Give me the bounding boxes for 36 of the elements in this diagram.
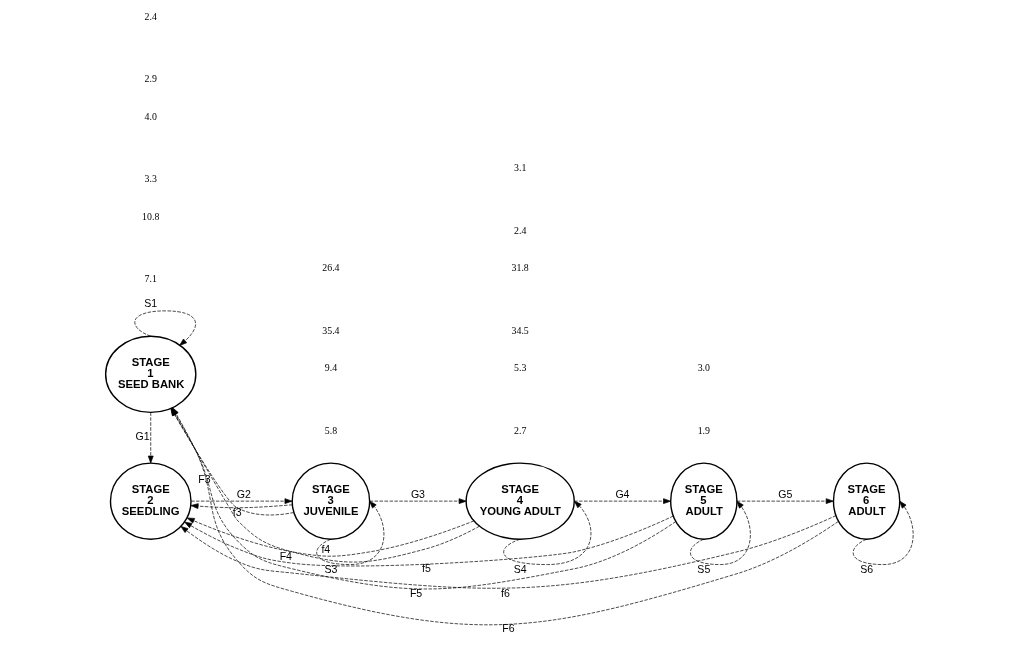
label: 35.4 (321, 324, 340, 336)
edge-label: S4 (513, 563, 527, 576)
label: 3.0 (697, 362, 710, 374)
edge-label: F3 (197, 472, 211, 485)
label: 10.8 (141, 210, 159, 222)
edge-label: G3 (410, 487, 425, 500)
edge-label: G1 (135, 430, 150, 443)
label: 3.1 (513, 162, 526, 174)
label: 2.4 (144, 10, 157, 22)
label: 7.1 (144, 273, 157, 285)
label: 26.4 (321, 262, 340, 274)
edge-label: G2 (236, 487, 251, 500)
label: 5.8 (324, 424, 337, 436)
edge-label: G5 (777, 487, 792, 500)
edge-label: S1 (143, 297, 157, 310)
edge-label: f5 (421, 562, 431, 575)
edge-label: f4 (320, 542, 330, 555)
label: 5.3 (513, 362, 526, 374)
label: 9.4 (324, 362, 337, 374)
label: 3.3 (144, 173, 157, 185)
edge-label: G4 (614, 487, 629, 500)
edge-label: F4 (279, 550, 292, 563)
edge-label: S3 (323, 563, 337, 576)
edge-label: S5 (696, 563, 710, 576)
label: 1.9 (697, 424, 710, 436)
edge-label: f3 (232, 506, 242, 519)
label: 2.7 (513, 424, 526, 436)
edge-label: f6 (500, 586, 510, 599)
edge-label: F5 (409, 587, 422, 600)
edge-label: F6 (501, 622, 515, 635)
label: 2.4 (513, 224, 526, 236)
edge-label: S6 (859, 563, 873, 576)
label: 4.0 (144, 110, 157, 122)
label: 34.5 (511, 324, 529, 336)
label: 2.9 (144, 73, 157, 85)
label: 31.8 (511, 262, 529, 274)
